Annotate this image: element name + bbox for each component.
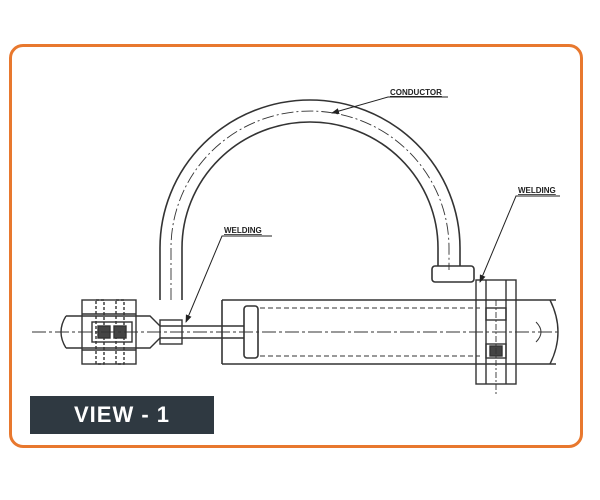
leader-lines <box>185 96 560 323</box>
diagram-frame <box>9 44 583 448</box>
conductor-arc <box>159 99 475 300</box>
welding-label-right: WELDING <box>518 186 556 195</box>
conductor-label: CONDUCTOR <box>390 88 442 97</box>
welding-label-left: WELDING <box>224 226 262 235</box>
view-badge: VIEW - 1 <box>30 396 214 434</box>
right-clamp <box>475 279 517 395</box>
